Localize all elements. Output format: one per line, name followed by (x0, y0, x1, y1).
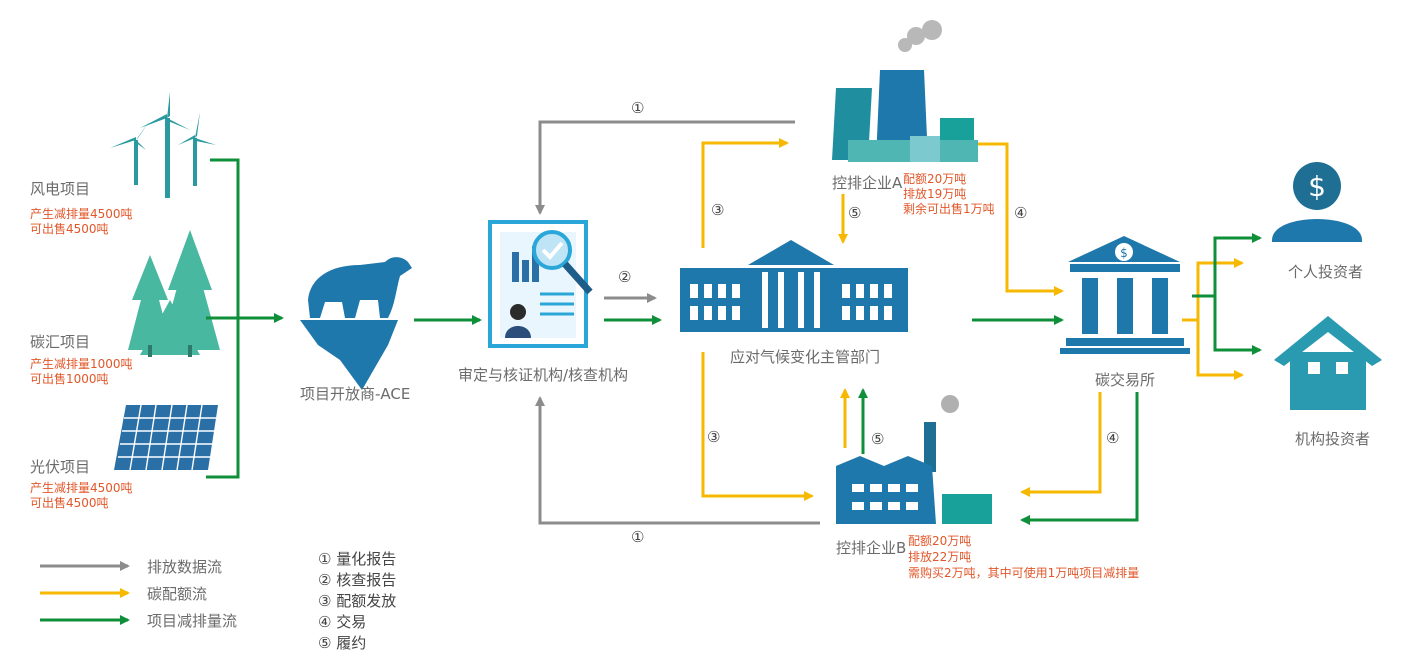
authority-title: 应对气候变化主管部门 (730, 348, 881, 366)
enterprise-a-remaining: 剩余可出售1万吨 (903, 202, 995, 216)
step-item-2: ② 核查报告 (318, 571, 397, 589)
enterprise-a-emission: 排放19万吨 (903, 187, 967, 201)
enterprise-b-title: 控排企业B (836, 539, 907, 557)
enterprise-b-need: 需购买2万吨，其中可使用1万吨项目减排量 (908, 566, 1140, 580)
solar-project-reduction: 产生减排量4500吨 (30, 481, 133, 495)
gray-arrow-a-to-verifier (535, 120, 795, 215)
exchange-bank-icon: $ (1060, 236, 1190, 354)
solar-project-title: 光伏项目 (30, 458, 91, 476)
enterprise-b-quota: 配额20万吨 (908, 534, 972, 548)
institutional-investor-icon (1274, 316, 1382, 410)
verifier-document-icon (488, 220, 593, 348)
individual-investor-title: 个人投资者 (1288, 263, 1364, 281)
step-item-3: ③ 配额发放 (318, 592, 397, 610)
solar-project-sellable: 可出售4500吨 (30, 496, 109, 510)
forest-icon (128, 230, 220, 357)
polar-bear-icon (300, 257, 412, 390)
label-step-1-top: ① (631, 99, 645, 117)
label-step-5-bottom: ⑤ (871, 430, 885, 448)
sink-project-title: 碳汇项目 (30, 333, 91, 351)
solar-panel-icon (114, 404, 218, 471)
label-step-3-bottom: ③ (707, 428, 721, 446)
yellow-arrow-exchange-to-investors (1182, 258, 1244, 322)
enterprise-a-quota: 配额20万吨 (903, 172, 967, 186)
label-step-5-top: ⑤ (848, 204, 862, 222)
institutional-investor-title: 机构投资者 (1295, 430, 1371, 448)
developer-title: 项目开放商-ACE (300, 385, 411, 403)
sink-project-sellable: 可出售1000吨 (30, 372, 109, 386)
verifier-title: 审定与核证机构/核查机构 (458, 366, 629, 384)
wind-project-title: 风电项目 (30, 180, 91, 198)
wind-project-sellable: 可出售4500吨 (30, 222, 109, 236)
green-arrow-investors-to-exchange (1192, 233, 1262, 298)
yellow-arrow-a-to-exchange (978, 142, 1064, 296)
label-step-1-bottom: ① (631, 528, 645, 546)
step-item-1: ① 量化报告 (318, 550, 397, 568)
svg-text:$: $ (1308, 170, 1326, 203)
label-step-2: ② (618, 268, 632, 286)
sink-project-reduction: 产生减排量1000吨 (30, 357, 133, 371)
enterprise-b-emission: 排放22万吨 (908, 550, 972, 564)
green-arrow-solar (206, 318, 240, 479)
yellow-arrow-exchange-to-b (1020, 392, 1102, 497)
enterprise-a-title: 控排企业A (832, 174, 903, 192)
factory-icon (836, 395, 992, 524)
power-plant-icon (832, 20, 978, 162)
step-item-5: ⑤ 履约 (318, 634, 367, 652)
label-step-3-top: ③ (711, 201, 725, 219)
legend-green-label: 项目减排量流 (147, 612, 238, 630)
yellow-arrow-authority-to-a (701, 138, 789, 248)
wind-project-reduction: 产生减排量4500吨 (30, 207, 133, 221)
green-arrow-exchange-to-b (1020, 392, 1139, 525)
gray-arrow-b-to-verifier (535, 396, 820, 525)
green-arrow-wind (210, 158, 240, 318)
individual-investor-icon: $ (1272, 162, 1362, 242)
label-step-4-top: ④ (1014, 204, 1028, 222)
government-building-icon (680, 240, 908, 332)
wind-turbine-icon (110, 92, 216, 198)
exchange-title: 碳交易所 (1095, 371, 1156, 389)
label-step-4-bottom: ④ (1106, 429, 1120, 447)
step-item-4: ④ 交易 (318, 613, 367, 631)
yellow-arrow-authority-to-b (701, 352, 814, 501)
legend-gray-label: 排放数据流 (147, 558, 223, 576)
legend-yellow-label: 碳配额流 (147, 585, 208, 603)
step-list: ① 量化报告 ② 核查报告 ③ 配额发放 ④ 交易 ⑤ 履约 (318, 549, 396, 654)
svg-text:$: $ (1120, 246, 1128, 260)
